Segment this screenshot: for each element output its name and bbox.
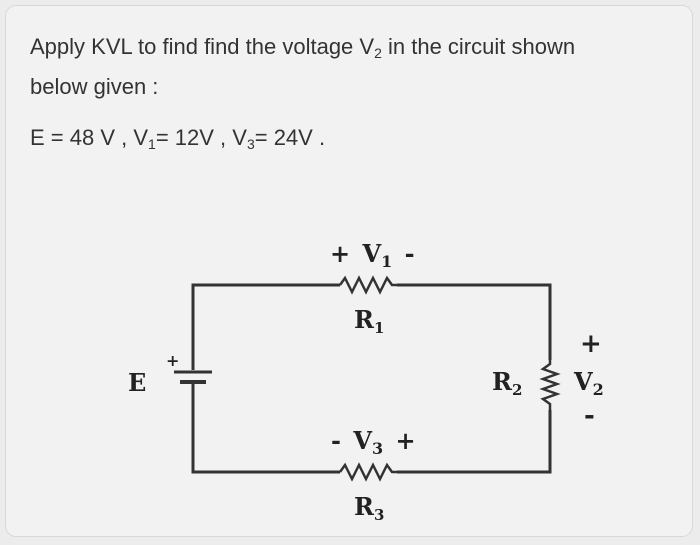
- r3-label: R3: [354, 492, 384, 524]
- given-values: E = 48 V , V1= 12V , V3= 24V .: [30, 125, 325, 152]
- r3-resistor-icon: [338, 462, 397, 482]
- wire-bottom-right: [397, 410, 552, 474]
- v1-plus: +: [330, 239, 350, 268]
- given-v3-sub: 3: [246, 136, 255, 152]
- question-line-2: below given :: [30, 74, 159, 99]
- v1-subscript: 1: [381, 252, 392, 271]
- v3-minus: -: [331, 426, 341, 455]
- given-v3: = 24V .: [254, 125, 326, 150]
- question-line-1: Apply KVL to find find the voltage V2 in…: [30, 30, 670, 70]
- battery-icon: [174, 370, 212, 384]
- r1-subscript: 1: [374, 319, 384, 337]
- r1-resistor-icon: [338, 275, 397, 295]
- source-label: E: [128, 368, 146, 397]
- v3-plus: +: [395, 426, 415, 455]
- question-text: Apply KVL to find find the voltage V2 in…: [30, 30, 670, 104]
- v3-letter: V: [352, 426, 372, 455]
- r2-subscript: 2: [512, 381, 522, 399]
- r3-subscript: 3: [374, 506, 384, 524]
- r1-label: R1: [354, 305, 384, 337]
- r2-resistor-icon: [539, 360, 561, 410]
- r2-letter: R: [492, 367, 513, 396]
- r1-letter: R: [354, 305, 375, 334]
- wire-bottom-left: [191, 382, 340, 474]
- question-line-1-tail: in the circuit shown: [381, 34, 576, 59]
- content-frame: [6, 6, 692, 536]
- v1-minus: -: [405, 239, 415, 268]
- v3-subscript: 3: [372, 439, 383, 458]
- v2-letter: V: [573, 367, 593, 396]
- wire-top-right: [397, 283, 552, 360]
- v3-label: - V3 +: [331, 426, 416, 460]
- circuit-wires: [191, 283, 552, 474]
- source-plus: +: [166, 351, 179, 370]
- v2-minus: -: [584, 401, 595, 431]
- r3-letter: R: [354, 492, 375, 521]
- v2-label: V2: [573, 367, 604, 399]
- v2-subscript: 2: [593, 380, 604, 399]
- question-v2-subscript: 2: [374, 45, 382, 61]
- v1-letter: V: [361, 239, 381, 268]
- question-line-1-text: Apply KVL to find find the voltage V: [30, 34, 375, 59]
- v1-label: + V1 -: [330, 239, 415, 273]
- given-v1-sub: 1: [148, 136, 156, 152]
- v2-plus: +: [580, 329, 602, 359]
- given-v1: = 12V , V: [155, 125, 247, 150]
- given-e: E = 48 V , V: [30, 125, 149, 150]
- wire-top-left: [191, 283, 340, 370]
- r2-label: R2: [492, 367, 522, 399]
